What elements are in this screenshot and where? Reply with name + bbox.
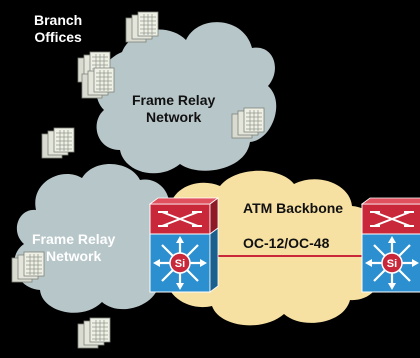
frame-relay-top-label: Frame Relay Network xyxy=(132,92,216,125)
frame-relay-cloud-top xyxy=(96,22,277,174)
frame-relay-cloud-left xyxy=(14,163,180,313)
branch-offices-label: Branch Offices xyxy=(34,12,83,45)
atm-switch-right-icon xyxy=(360,196,420,294)
atm-backbone-label: ATM Backbone xyxy=(243,200,344,216)
frame-relay-left-label: Frame Relay Network xyxy=(32,231,116,264)
atm-switch-left-icon xyxy=(148,196,220,294)
branch-office-icon xyxy=(41,127,75,159)
oc-speed-label: OC-12/OC-48 xyxy=(243,235,330,251)
branch-office-icon xyxy=(77,317,111,349)
switch-badge-left: Si xyxy=(175,258,185,270)
switch-badge-right: Si xyxy=(387,258,397,270)
